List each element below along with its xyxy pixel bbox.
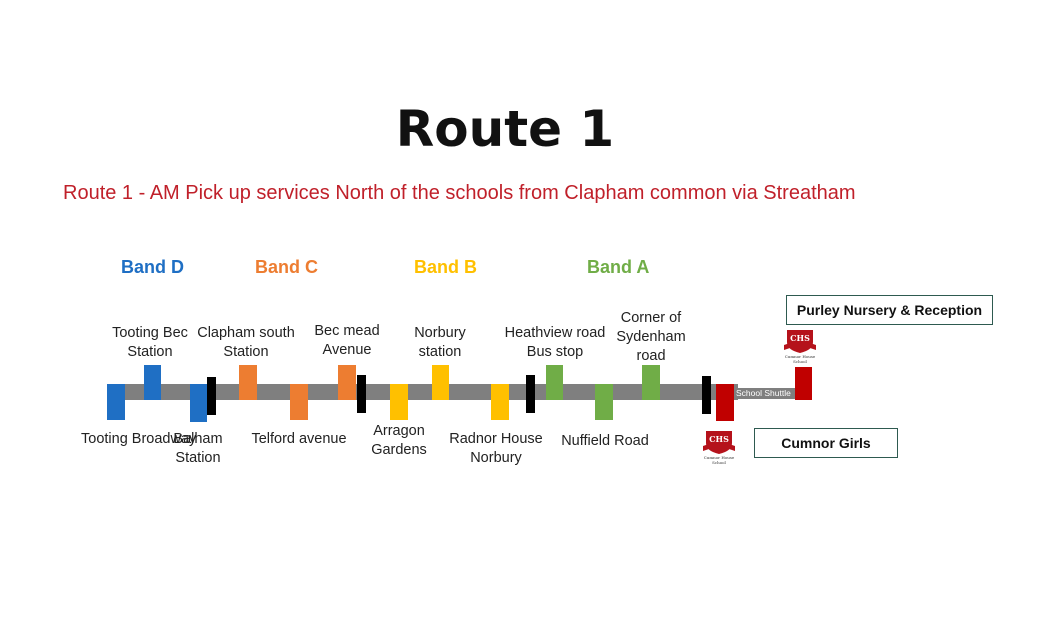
page-title: Route 1 (395, 100, 615, 158)
svg-text:CHS: CHS (790, 333, 810, 343)
stop-label-tooting-broadway: Tooting Broadway (81, 431, 197, 447)
stop-marker-bec-mead (338, 365, 356, 400)
stop-label-tooting-bec: Tooting Bec Station (112, 325, 188, 360)
school-crest-icon: CHS Cumnor House School (702, 429, 736, 465)
stop-marker-tooting-bec (144, 365, 161, 400)
band-d-label: Band D (121, 257, 184, 277)
band-divider (207, 377, 216, 415)
stop-label-bec-mead: Bec mead Avenue (314, 323, 380, 358)
stop-marker-sydenham-road (642, 365, 660, 400)
band-divider (526, 375, 535, 413)
cumnor-school-box: Cumnor Girls (754, 428, 898, 458)
stop-label-nuffield-road: Nuffield Road (561, 433, 649, 449)
band-divider (702, 376, 711, 414)
svg-text:CHS: CHS (709, 434, 729, 444)
purley-school-marker (795, 367, 812, 400)
stop-marker-radnor-house (491, 384, 509, 420)
stop-marker-heathview-road (546, 365, 563, 400)
stop-label-arragon-gardens: Arragon Gardens (371, 423, 427, 458)
stop-marker-clapham-south (239, 365, 257, 400)
stop-label-clapham-south: Clapham south Station (197, 325, 295, 360)
stop-label-telford-avenue: Telford avenue (251, 431, 347, 447)
band-b-label: Band B (414, 257, 477, 277)
stop-marker-telford-avenue (290, 384, 308, 420)
route-line (118, 384, 738, 400)
stop-label-balham: Balham Station (173, 431, 223, 466)
school-crest-icon: CHS Cumnor House School (783, 328, 817, 364)
band-divider (357, 375, 366, 413)
stop-label-radnor-house: Radnor House Norbury (449, 431, 543, 466)
stop-label-sydenham-road: Corner of Sydenham road (616, 310, 686, 364)
stop-marker-arragon-gardens (390, 384, 408, 420)
cumnor-school-marker (716, 384, 734, 421)
route-subtitle: Route 1 - AM Pick up services North of t… (63, 182, 856, 204)
purley-school-box: Purley Nursery & Reception (786, 295, 993, 325)
logo-caption: Cumnor House School (784, 354, 816, 364)
stop-marker-tooting-broadway (107, 384, 125, 420)
school-shuttle-label: School Shuttle (736, 388, 791, 398)
school-shuttle-line (738, 388, 802, 399)
stop-marker-nuffield-road (595, 384, 613, 420)
band-a-label: Band A (587, 257, 650, 277)
stop-marker-balham (190, 384, 207, 422)
stop-label-norbury-station: Norbury station (414, 325, 466, 360)
band-c-label: Band C (255, 257, 318, 277)
stop-label-heathview-road: Heathview road Bus stop (504, 325, 606, 360)
logo-caption: Cumnor House School (703, 455, 735, 465)
stop-marker-norbury-station (432, 365, 449, 400)
